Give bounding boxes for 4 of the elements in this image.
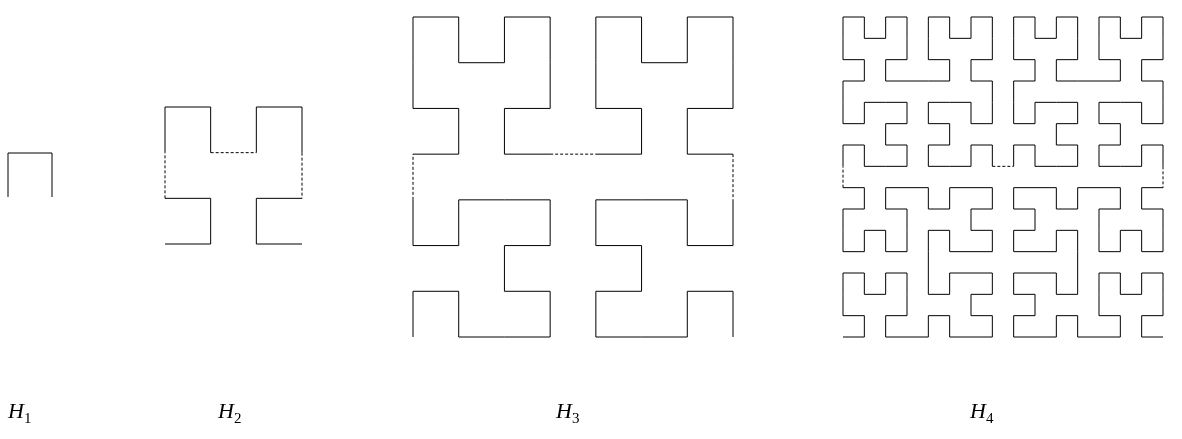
curve-label: H$_{1}$ xyxy=(8,398,32,428)
curve-label: H$_{2}$ xyxy=(218,398,242,428)
curve-label: H$_{4}$ xyxy=(970,398,994,428)
curve-label: H$_{3}$ xyxy=(556,398,580,428)
